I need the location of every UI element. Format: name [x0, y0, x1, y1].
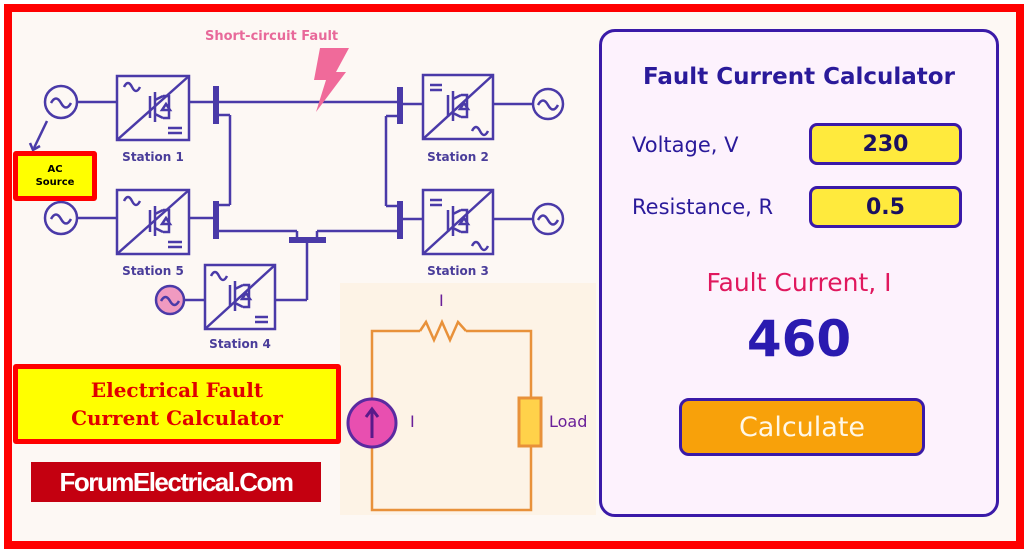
- resistor-symbol: [418, 318, 467, 344]
- sine-glyph: [49, 97, 73, 109]
- station-4-label: Station 4: [209, 337, 271, 351]
- voltage-input[interactable]: 230: [809, 123, 962, 165]
- title-line-1: Electrical Fault: [90, 378, 264, 402]
- calculator-title: Fault Current Calculator: [643, 64, 955, 90]
- lightning-fault-icon: [314, 48, 349, 112]
- converter-station-3: [421, 188, 495, 256]
- station-5-label: Station 5: [122, 264, 184, 278]
- source-label: I: [410, 412, 415, 431]
- busbar-5: [213, 201, 219, 239]
- circuit-diagram-background: [340, 283, 596, 515]
- busbars: [213, 86, 403, 243]
- station-1-label: Station 1: [122, 150, 184, 164]
- busbar-2: [397, 87, 403, 124]
- arrow-up-icon: [364, 406, 380, 438]
- busbar-3: [397, 201, 403, 239]
- busbar-4: [289, 237, 326, 243]
- voltage-label: Voltage, V: [632, 133, 739, 157]
- resistance-input[interactable]: 0.5: [809, 186, 962, 228]
- load-label: Load: [549, 412, 588, 431]
- station-3-label: Station 3: [427, 264, 489, 278]
- converter-station-5: [115, 188, 191, 256]
- converter-station-4: [203, 263, 277, 331]
- brand-logo: ForumElectrical.Com: [31, 462, 321, 502]
- load-symbol: [517, 396, 543, 448]
- busbar-1: [213, 86, 219, 124]
- station-2-label: Station 2: [427, 150, 489, 164]
- ac-source-pointer: [32, 120, 49, 149]
- resistor-label: I: [439, 291, 444, 310]
- converter-station-2: [421, 73, 495, 141]
- fault-label: Short-circuit Fault: [205, 29, 339, 44]
- calculator-panel: Fault Current Calculator Voltage, V 230 …: [599, 29, 999, 517]
- fault-current-label: Fault Current, I: [706, 268, 892, 297]
- title-line-2: Current Calculator: [71, 406, 283, 430]
- ac-source-line1: AC: [47, 164, 63, 175]
- ac-source-line2: Source: [35, 177, 75, 188]
- converter-station-1: [115, 74, 191, 142]
- fault-current-value: 460: [746, 310, 852, 368]
- calculate-button[interactable]: Calculate: [679, 398, 925, 456]
- resistance-label: Resistance, R: [632, 195, 774, 219]
- ac-source-label: AC Source: [13, 151, 97, 201]
- circuit-wires: [370, 318, 533, 512]
- page-title-banner: Electrical Fault Current Calculator: [13, 364, 341, 444]
